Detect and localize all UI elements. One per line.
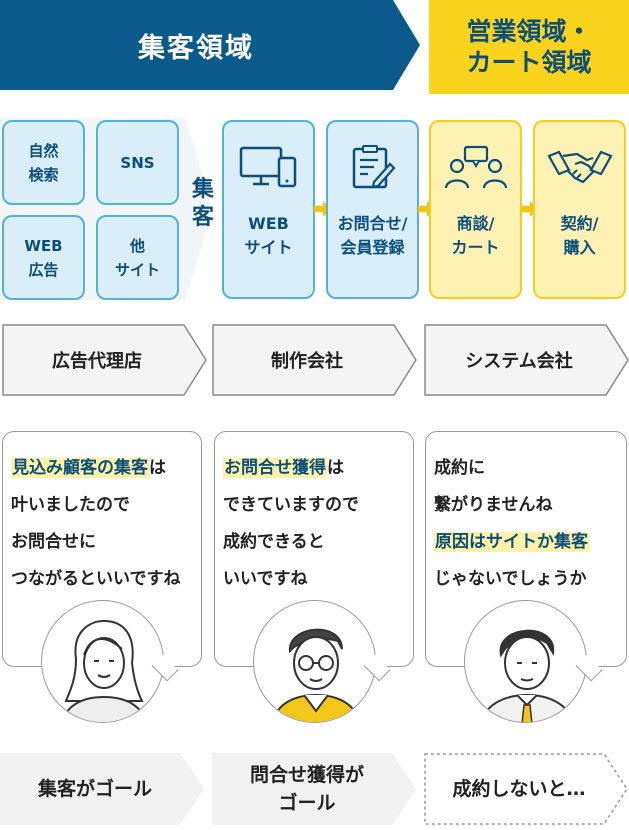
step-label: 商談/ カート — [451, 214, 500, 257]
form-icon — [352, 145, 396, 189]
man-suit-avatar-icon — [480, 629, 574, 722]
source-web-ads: WEB 広告 — [2, 215, 85, 300]
goal-label: 成約しないと… — [452, 778, 586, 800]
attract-area-banner: 集客領域 — [0, 0, 420, 90]
step-website: WEB サイト — [222, 120, 315, 299]
step-label: WEB サイト — [244, 214, 293, 257]
step-label: 契約/ 購入 — [560, 214, 599, 257]
step-inquiry-signup: お問合せ/ 会員登録 — [326, 120, 419, 299]
vendor-ad-agency: 広告代理店 — [2, 324, 207, 396]
highlight-text: 見込み顧客の集客 — [11, 458, 149, 478]
vendor-system-company: システム会社 — [424, 324, 629, 396]
man-glasses-avatar-icon — [271, 628, 361, 722]
highlight-text: お問合せ獲得 — [223, 458, 327, 478]
bubble-text: 見込み顧客の集客は 叶いましたので お問合せに つながるといいですね — [11, 458, 181, 589]
avatar-man-suit — [464, 600, 587, 723]
step-negotiation-cart: 商談/ カート — [429, 120, 522, 299]
avatar-woman — [41, 600, 164, 723]
goal-contract: 成約しないと… — [424, 753, 629, 825]
speech-bubble-ad-agency: 見込み顧客の集客は 叶いましたので お問合せに つながるといいですね — [2, 431, 202, 667]
goal-attract: 集客がゴール — [0, 753, 205, 825]
vendor-label: 広告代理店 — [52, 351, 142, 372]
attract-area-title: 集客領域 — [138, 32, 254, 64]
avatar-man-glasses — [253, 600, 376, 723]
handshake-icon — [546, 150, 613, 184]
source-sns: SNS — [96, 120, 179, 205]
meeting-icon — [444, 145, 507, 189]
highlight-text: 原因はサイトか集客 — [434, 532, 589, 552]
source-other-sites: 他 サイト — [96, 215, 179, 300]
attract-label: 集 客 — [191, 177, 214, 230]
goal-label: 問合せ獲得が ゴール — [249, 764, 364, 814]
sales-area-title: 営業領域・ カート領域 — [466, 17, 592, 77]
devices-icon — [239, 146, 296, 188]
source-organic-search: 自然 検索 — [2, 120, 85, 205]
bubble-text: 成約に 繋がりませんね 原因はサイトか集客 じゃないでしょうか — [434, 458, 589, 589]
goal-label: 集客がゴール — [37, 778, 152, 800]
vendor-label: 制作会社 — [271, 351, 343, 372]
step-label: お問合せ/ 会員登録 — [337, 214, 408, 257]
woman-avatar-icon — [61, 619, 147, 722]
goal-inquiry: 問合せ獲得が ゴール — [212, 753, 417, 825]
step-contract-purchase: 契約/ 購入 — [533, 120, 626, 299]
vendor-label: システム会社 — [465, 351, 573, 372]
vendor-web-production: 制作会社 — [212, 324, 417, 396]
sales-area-banner: 営業領域・ カート領域 — [429, 0, 629, 94]
bubble-text: お問合せ獲得は できていますので 成約できると いいですね — [223, 458, 359, 589]
